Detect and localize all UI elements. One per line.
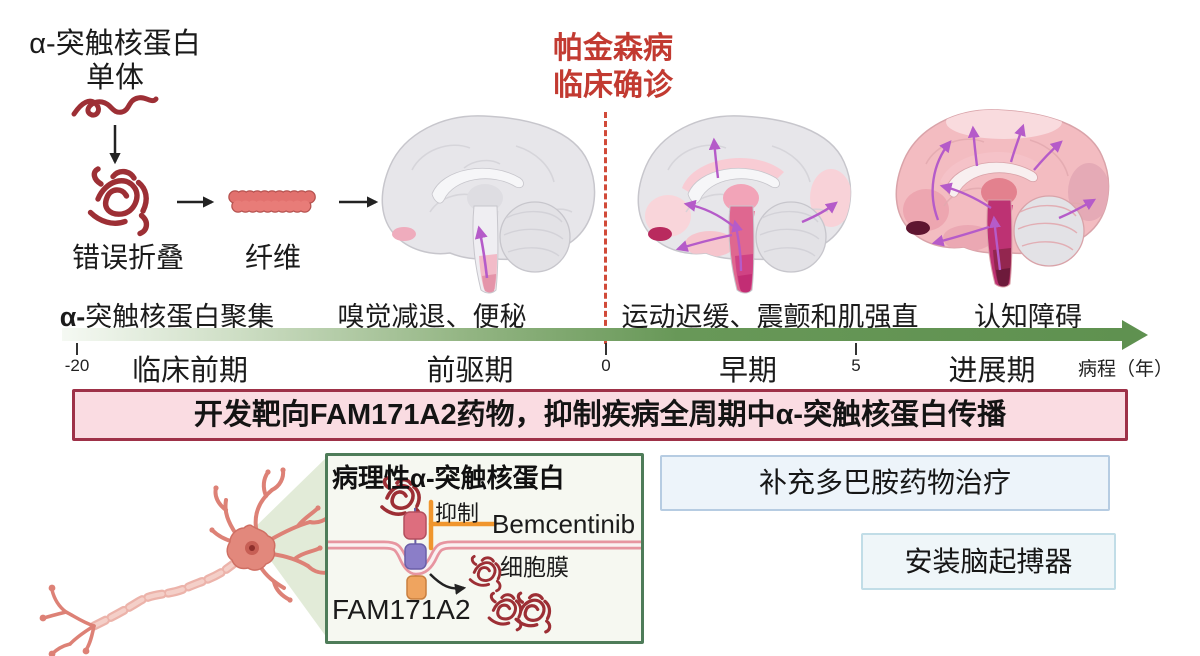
tick-mark xyxy=(76,343,78,355)
receptor-domain-mid xyxy=(404,543,427,570)
monomer-title-line1: α-突触核蛋白 xyxy=(29,28,201,60)
diagnosis-dashed-line xyxy=(604,112,607,344)
fiber-label: 纤维 xyxy=(244,242,301,273)
arrow-right-icon xyxy=(339,196,379,208)
drug-name: Bemcentinib xyxy=(492,509,636,539)
inhibition-bar-icon xyxy=(428,499,498,551)
treatment-dopamine-box: 补充多巴胺药物治疗 xyxy=(660,455,1110,511)
symptom-preclinical: α-突触核蛋白聚集 xyxy=(60,295,275,334)
symptom-prodromal: 嗅觉减退、便秘 xyxy=(338,295,527,334)
brain-stage3-illustration xyxy=(882,102,1118,290)
symptom-advanced: 认知障碍 xyxy=(974,295,1082,334)
timeline-arrowhead-icon xyxy=(1122,320,1148,350)
symptom-text: 突触核蛋白聚集 xyxy=(85,302,275,332)
arrow-down-icon xyxy=(109,125,121,165)
drug-strategy-banner: 开发靶向FAM171A2药物，抑制疾病全周期中α-突触核蛋白传播 xyxy=(72,389,1128,441)
monomer-title-line2: 单体 xyxy=(85,62,144,94)
stage-early: 早期 xyxy=(718,355,778,387)
membrane-label: 细胞膜 xyxy=(500,554,569,580)
axis-label: 病程（年） xyxy=(1078,359,1174,380)
tick-label-minus20: -20 xyxy=(64,356,90,375)
symptom-prefix: α- xyxy=(59,302,86,332)
misfold-label: 错误折叠 xyxy=(71,242,184,273)
tick-label-0: 0 xyxy=(601,356,611,375)
receptor-domain-top xyxy=(403,511,427,540)
receptor-name: FAM171A2 xyxy=(332,594,471,625)
aggregate-icon xyxy=(468,554,502,593)
fibril-icon xyxy=(228,190,318,213)
diagnosis-line2: 临床确诊 xyxy=(553,69,673,102)
diagnosis-heading: 帕金森病 临床确诊 xyxy=(503,30,723,104)
tick-mark xyxy=(605,343,607,355)
stage-advanced: 进展期 xyxy=(948,355,1036,387)
alpha-synuclein-monomer-icon xyxy=(71,95,159,118)
symptom-text: 嗅觉减退、便秘 xyxy=(337,302,527,332)
brain-stage1-illustration xyxy=(368,108,604,296)
mechanism-title: 病理性α-突触核蛋白 xyxy=(332,463,565,493)
arrow-right-icon xyxy=(177,196,215,208)
aggregate-icon xyxy=(487,591,523,632)
mechanism-panel: 病理性α-突触核蛋白 抑制 Bemcentinib 细胞膜 FAM171A2 xyxy=(325,453,644,644)
diagnosis-line1: 帕金森病 xyxy=(553,32,673,65)
symptom-early: 运动迟缓、震颤和肌强直 xyxy=(622,295,919,334)
inhibit-label: 抑制 xyxy=(435,501,480,526)
tick-mark xyxy=(855,343,857,355)
receptor-domain-bottom xyxy=(406,575,427,600)
tick-label-5: 5 xyxy=(851,356,861,375)
treatment-dbs-box: 安装脑起搏器 xyxy=(861,533,1116,590)
timeline-bar xyxy=(62,328,1124,341)
misfolded-protein-icon xyxy=(70,164,174,240)
brain-stage2-illustration xyxy=(624,108,860,296)
release-arrow-icon xyxy=(429,573,467,595)
stage-prodromal: 前驱期 xyxy=(426,355,514,387)
symptom-text: 认知障碍 xyxy=(974,302,1082,332)
symptom-text: 运动迟缓、震颤和肌强直 xyxy=(621,302,919,332)
mechanism-graphic xyxy=(328,476,641,634)
magnifier-wedge xyxy=(250,454,330,642)
neuron-icon xyxy=(39,467,335,656)
stage-preclinical: 临床前期 xyxy=(131,355,249,387)
